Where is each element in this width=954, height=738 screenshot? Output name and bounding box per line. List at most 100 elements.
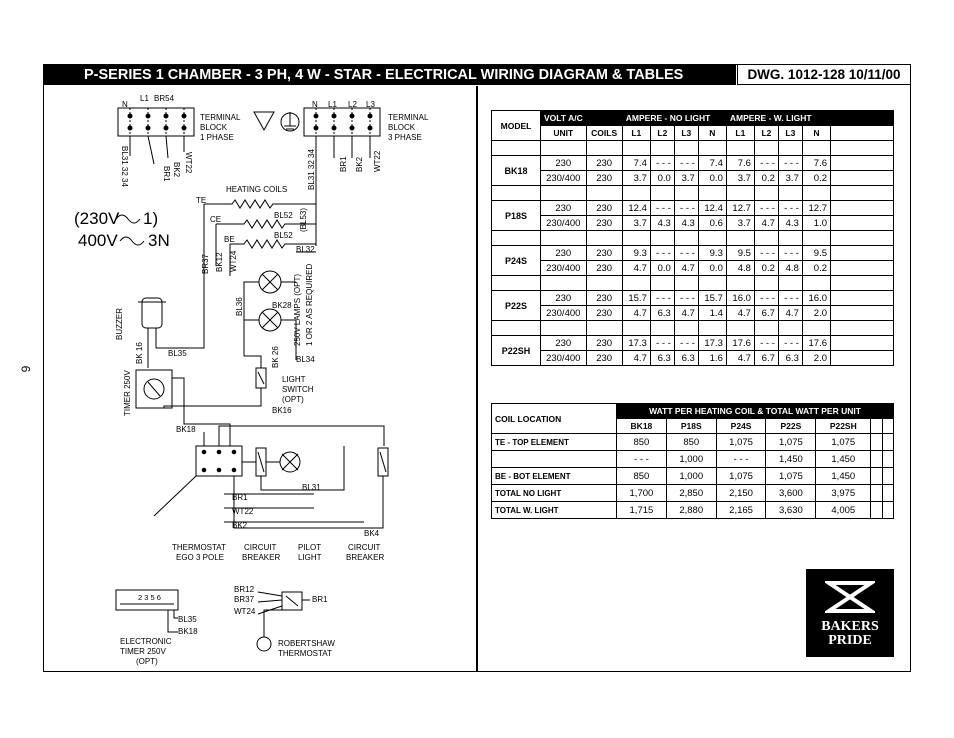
watt-model-header: P18S <box>665 418 717 434</box>
table-cell: 4.3 <box>649 215 675 231</box>
table-cell: 3.7 <box>621 170 651 186</box>
table-cell: - - - <box>753 245 779 261</box>
blank-subheader <box>830 125 894 141</box>
pilot-label-2: LIGHT <box>298 553 322 562</box>
table-cell: - - - <box>649 335 675 351</box>
page-title: P-SERIES 1 CHAMBER - 3 PH, 4 W - STAR - … <box>44 65 736 85</box>
table-cell: 230/400 <box>540 350 587 366</box>
table-cell: 2,150 <box>715 484 767 502</box>
heating-coil-be <box>230 239 316 249</box>
bakers-pride-logo: BAKERS PRIDE <box>806 569 894 657</box>
spacer-row <box>491 230 894 246</box>
table-cell: 7.6 <box>725 155 755 171</box>
table-cell: 1.6 <box>697 350 727 366</box>
table-cell: 4.8 <box>725 260 755 276</box>
table-cell: 6.7 <box>753 350 779 366</box>
light-switch-label-1: LIGHT <box>282 375 306 384</box>
table-cell: - - - <box>753 335 779 351</box>
tb1-term-l1: L1 <box>140 94 149 103</box>
spacer-row <box>491 320 894 336</box>
volt-subheader: L2 <box>649 125 675 141</box>
wiring-diagram: N L1 BR54 TERMINAL BLOCK 1 PHASE N L1 L2… <box>74 94 429 666</box>
table-cell: 1,700 <box>616 484 667 502</box>
wire-label-bk28: BK28 <box>272 301 292 310</box>
table-cell: - - - <box>649 245 675 261</box>
logo-line-2: PRIDE <box>828 633 872 648</box>
tb1-label-2: BLOCK <box>200 123 228 132</box>
table-cell: 230 <box>585 155 623 171</box>
thermostat-label-2: EGO 3 POLE <box>176 553 224 562</box>
volt-subheader: COILS <box>585 125 623 141</box>
table-cell: 7.4 <box>621 155 651 171</box>
cb1-label-2: BREAKER <box>242 553 280 562</box>
table-cell: 4.7 <box>777 305 803 321</box>
wire-label-bl31-a: BL31 32 34 <box>120 146 129 187</box>
table-cell: - - - <box>649 155 675 171</box>
wire-label-wt22-b: WT22 <box>373 150 382 172</box>
tb3-label-2: BLOCK <box>388 123 416 132</box>
table-cell: 9.5 <box>725 245 755 261</box>
table-cell: 2.0 <box>801 350 832 366</box>
voltage-label-3n: 3N <box>148 231 170 250</box>
watt-model-header: P24S <box>715 418 767 434</box>
table-cell: 1.4 <box>697 305 727 321</box>
table-cell: 850 <box>665 433 717 451</box>
terminal-block-1-phase <box>117 107 195 137</box>
model-cell: P22SH <box>491 335 541 366</box>
volt-subheader: L2 <box>753 125 779 141</box>
table-cell: 0.0 <box>649 170 675 186</box>
table-cell: 17.6 <box>801 335 832 351</box>
wire-label-bl35-b: BL35 <box>178 615 197 624</box>
coil-be-label: BE <box>224 235 235 244</box>
table-cell: - - - <box>777 290 803 306</box>
tb3-term-l2: L2 <box>348 100 357 109</box>
wire-label-bk16-b: BK16 <box>272 406 292 415</box>
wire-label-bl52-b: BL52 <box>274 231 293 240</box>
wire-label-bk2-c: BK2 <box>232 521 248 530</box>
pilot-label-1: PILOT <box>298 543 321 552</box>
table-cell: - - - <box>649 290 675 306</box>
table-cell: 230 <box>585 335 623 351</box>
table-cell: 3.7 <box>673 170 699 186</box>
model-header: MODEL <box>491 110 541 141</box>
table-cell: 4.7 <box>673 305 699 321</box>
volt-header: VOLT A/C <box>540 110 623 126</box>
wire-label-bk2-a: BK2 <box>172 162 181 178</box>
table-cell: 16.0 <box>801 290 832 306</box>
table-cell: 2.0 <box>801 305 832 321</box>
table-cell: 1,075 <box>815 433 872 451</box>
buzzer-label: BUZZER <box>115 308 124 340</box>
logo-emblem-icon <box>822 581 878 613</box>
volt-subheader: L1 <box>621 125 651 141</box>
table-cell: 4.7 <box>725 305 755 321</box>
table-cell: 1,075 <box>765 467 817 485</box>
table-cell: 7.6 <box>801 155 832 171</box>
tb3-label-3: 3 PHASE <box>388 133 422 142</box>
buzzer-icon <box>141 297 163 329</box>
coil-location-cell: TOTAL NO LIGHT <box>491 484 617 502</box>
robertshaw-switch <box>281 591 303 611</box>
table-cell: 12.7 <box>801 200 832 216</box>
table-cell: - - - <box>777 155 803 171</box>
wire-label-bl53: (BL53) <box>299 208 308 232</box>
timer-terminals: 2 3 5 6 <box>138 593 161 602</box>
electronic-timer-label-2: TIMER 250V <box>120 647 166 656</box>
watt-model-header: P22SH <box>815 418 872 434</box>
wire-label-wt22-c: WT22 <box>232 507 254 516</box>
table-cell: 230/400 <box>540 215 587 231</box>
table-cell: 1,075 <box>715 433 767 451</box>
table-cell: 2,880 <box>665 501 717 519</box>
amp-no-light-header: AMPERE - NO LIGHT <box>621 110 727 126</box>
wire-label-br12: BR12 <box>234 585 255 594</box>
robertshaw-label-1: ROBERTSHAW <box>278 639 335 648</box>
table-cell: 4.3 <box>673 215 699 231</box>
coil-location-cell: TE - TOP ELEMENT <box>491 433 617 451</box>
table-cell: 230 <box>585 170 623 186</box>
volt-subheader: N <box>697 125 727 141</box>
